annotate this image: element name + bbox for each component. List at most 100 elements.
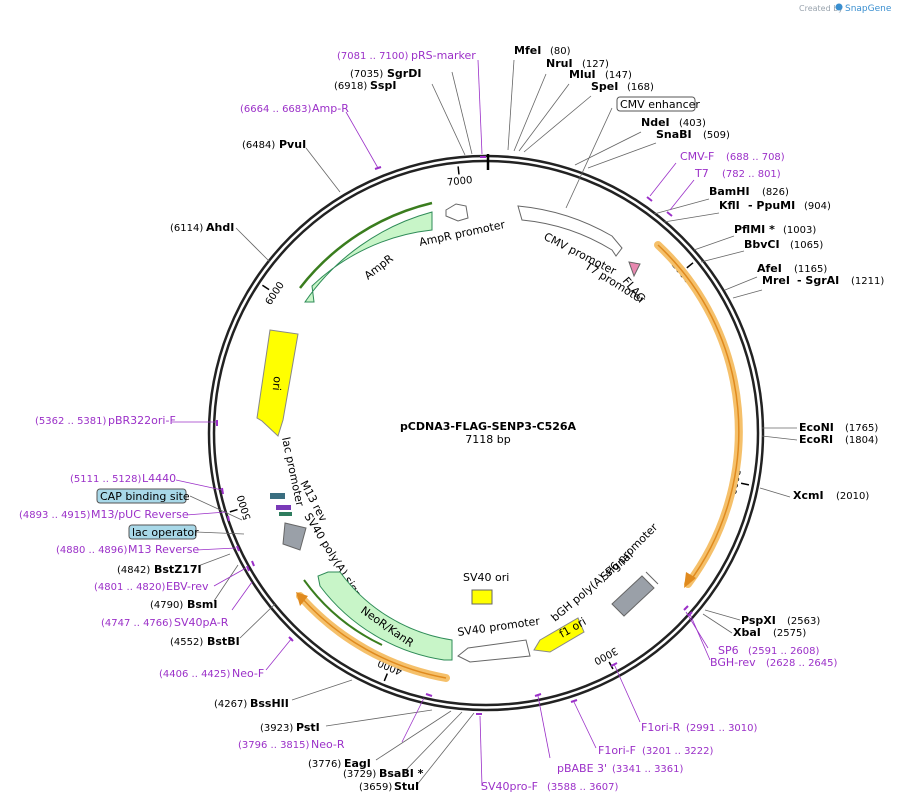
primer-labels: (7081 .. 7100)pRS-marker (6664 .. 6683)A…	[19, 49, 838, 793]
site-pos: (3776)	[308, 759, 341, 770]
site-extra: - SgrAI	[797, 274, 839, 287]
lac-promoter-mark	[270, 493, 285, 499]
site-name: EcoNI	[799, 421, 834, 434]
primer-pos: (3796 .. 3815)	[238, 740, 310, 751]
sv40-promoter-label: SV40 promoter	[457, 614, 542, 638]
primer-name: T7	[694, 167, 709, 180]
lac-operator-label: lac operator	[132, 526, 199, 539]
primer-name: SP6	[718, 644, 739, 657]
lac-operator-box: lac operator	[128, 524, 199, 540]
snapgene-logo-icon	[835, 3, 843, 11]
primer-pos: (3341 .. 3361)	[612, 764, 684, 775]
primer-name: Neo-F	[232, 667, 264, 680]
m13-rev-mark	[276, 505, 291, 510]
primer-pos: (5111 .. 5128)	[70, 474, 142, 485]
site-name: SnaBI	[656, 128, 692, 141]
site-pos: (403)	[679, 118, 706, 129]
primer-name: EBV-rev	[166, 580, 209, 593]
site-pos: (168)	[627, 82, 654, 93]
orf-arrowhead	[684, 572, 696, 588]
sv40-ori-feature	[471, 589, 493, 605]
primer-pos: (2591 .. 2608)	[748, 646, 820, 657]
tick-mark	[261, 284, 270, 291]
site-pos: (1065)	[790, 240, 823, 251]
sp6-promoter-label: SP6 promoter	[598, 520, 661, 583]
site-pos: (6114)	[170, 223, 203, 234]
neor-direction-line	[303, 579, 383, 646]
primer-pos: (4880 .. 4896)	[56, 545, 128, 556]
site-pos: (4267)	[214, 699, 247, 710]
primer-marks	[216, 156, 693, 715]
site-pos: (127)	[582, 59, 609, 70]
primer-name: Amp-R	[312, 102, 349, 115]
site-pos: (1804)	[845, 435, 878, 446]
primer-leaders	[172, 59, 711, 787]
primer-name: pBR322ori-F	[108, 414, 176, 427]
site-pos: (1165)	[794, 264, 827, 275]
tick-mark	[740, 482, 750, 486]
cmv-promoter-feature	[517, 205, 623, 257]
site-name: BstZ17I	[154, 563, 202, 576]
primer-pos: (4801 .. 4820)	[94, 582, 166, 593]
site-pos: (2563)	[787, 616, 820, 627]
site-pos: (3923)	[260, 723, 293, 734]
primer-name: M13 Reverse	[128, 543, 199, 556]
site-pos: (2575)	[773, 628, 806, 639]
site-pos: (4552)	[170, 637, 203, 648]
credit-prefix: Created by	[799, 4, 843, 13]
site-pos: (7035)	[350, 69, 383, 80]
primer-pos: (5362 .. 5381)	[35, 416, 107, 427]
site-name: EcoRI	[799, 433, 833, 446]
primer-name: Neo-R	[311, 738, 345, 751]
primer-name: SV40pA-R	[174, 616, 229, 629]
primer-pos: (688 .. 708)	[726, 152, 785, 163]
primer-name: F1ori-R	[641, 721, 681, 734]
tick-label: 5000	[236, 494, 254, 522]
ori-label: ori	[270, 376, 284, 391]
cmv-enhancer-label: CMV enhancer	[620, 98, 700, 111]
cap-site-mark	[279, 512, 292, 516]
ampr-direction-line	[299, 201, 433, 289]
site-extra: - PpuMI	[748, 199, 795, 212]
site-pos: (826)	[762, 187, 789, 198]
site-pos: (4842)	[117, 565, 150, 576]
ampr-label: AmpR	[362, 252, 396, 283]
bgh-polya-feature	[611, 575, 655, 617]
site-pos: (80)	[550, 46, 571, 57]
ampr-feature	[304, 211, 433, 303]
sv40-promoter-feature	[457, 639, 531, 663]
site-name: BsaBI *	[379, 767, 424, 780]
site-name: BbvCI	[744, 238, 780, 251]
ampr-promoter-feature	[445, 203, 469, 222]
site-pos: (147)	[605, 70, 632, 81]
plasmid-name: pCDNA3-FLAG-SENP3-C526A	[400, 420, 577, 433]
primer-name: SV40pro-F	[481, 780, 538, 793]
flag-feature	[628, 261, 641, 278]
site-name: AfeI	[757, 262, 782, 275]
site-pos: (509)	[703, 130, 730, 141]
orf2-arrowhead	[296, 592, 308, 606]
primer-pos: (4893 .. 4915)	[19, 510, 91, 521]
site-name: PspXI	[741, 614, 776, 627]
primer-name: pRS-marker	[411, 49, 476, 62]
primer-name: M13/pUC Reverse	[91, 508, 189, 521]
site-name: XbaI	[733, 626, 761, 639]
primer-pos: (4406 .. 4425)	[159, 669, 231, 680]
cap-binding-site-label: CAP binding site	[100, 490, 190, 503]
site-name: MreI	[762, 274, 790, 287]
tick-label: 6000	[264, 280, 287, 307]
site-pos: (6484)	[242, 140, 275, 151]
site-pos: (1003)	[783, 225, 816, 236]
site-name: AhdI	[206, 221, 234, 234]
sp6-promoter-feature	[645, 571, 659, 585]
primer-name: L4440	[142, 472, 176, 485]
neor-feature	[317, 571, 453, 661]
site-pos: (3659)	[359, 782, 392, 793]
ori-feature	[256, 329, 299, 437]
orf-line	[657, 244, 740, 585]
orf2-line	[299, 595, 447, 679]
site-name: NdeI	[641, 116, 670, 129]
primer-pos: (3588 .. 3607)	[547, 782, 619, 793]
primer-pos: (3201 .. 3222)	[642, 746, 714, 757]
